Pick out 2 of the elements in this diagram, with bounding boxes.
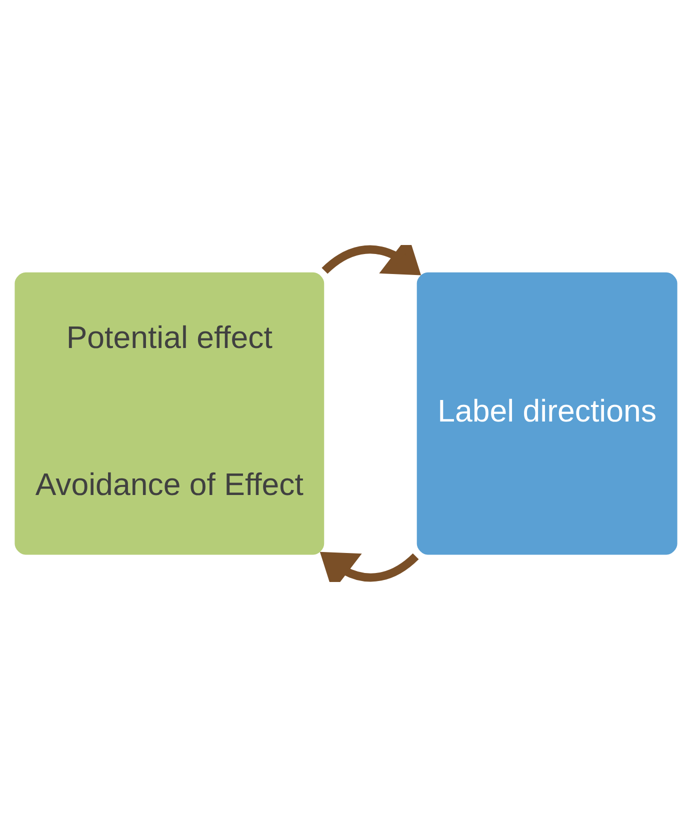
arrow: [322, 244, 422, 275]
arrow: [320, 551, 419, 582]
